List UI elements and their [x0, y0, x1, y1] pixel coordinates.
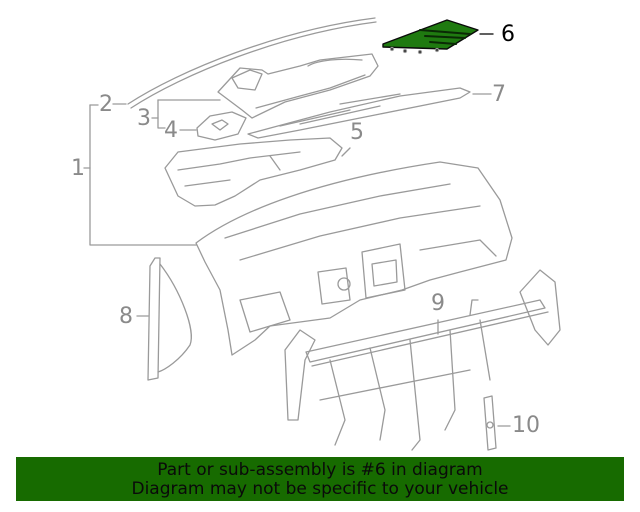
callout-2: 2 — [99, 92, 113, 117]
callout-7: 7 — [492, 82, 506, 107]
part-1-instrument-panel — [195, 161, 513, 356]
part-5-carrier — [164, 137, 343, 207]
callout-3: 3 — [137, 106, 151, 131]
part-3-upper-cover — [217, 53, 379, 119]
part-7-trim-panel — [247, 87, 471, 139]
callout-4: 4 — [164, 118, 178, 143]
parts-diagram: 1 2 3 4 5 6 7 8 9 10 — [71, 17, 561, 451]
part-9-cross-car-beam — [284, 269, 561, 451]
part-8-side-panel — [147, 257, 192, 381]
leader-lines — [83, 33, 511, 427]
part-4-module — [196, 111, 247, 141]
callout-6[interactable]: 6 — [501, 22, 515, 47]
callout-10: 10 — [512, 413, 540, 438]
part-notice-banner: Part or sub-assembly is #6 in diagram Di… — [16, 457, 624, 501]
part-notice-line-1: Part or sub-assembly is #6 in diagram — [157, 460, 483, 480]
part-10-bracket — [483, 395, 497, 451]
part-6-highlighted — [382, 19, 479, 55]
callout-5: 5 — [350, 120, 364, 145]
part-2-trim-strip — [127, 17, 377, 109]
callout-1: 1 — [71, 156, 85, 181]
part-notice-line-2: Diagram may not be specific to your vehi… — [131, 479, 509, 499]
callout-8: 8 — [119, 304, 133, 329]
callout-9: 9 — [431, 291, 445, 316]
